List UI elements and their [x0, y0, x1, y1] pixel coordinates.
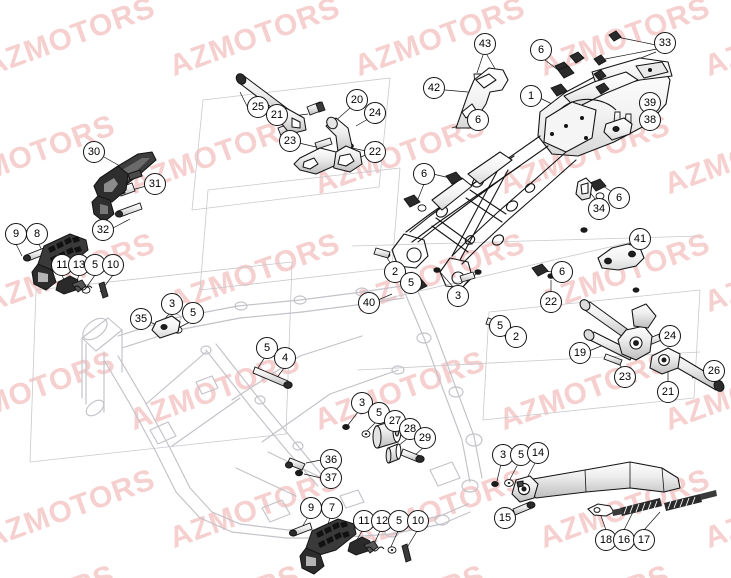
callout-17[interactable]: 17	[633, 529, 655, 551]
callout-38[interactable]: 38	[639, 109, 661, 131]
callout-36[interactable]: 36	[320, 449, 342, 471]
callout-10[interactable]: 10	[407, 510, 429, 532]
callout-26[interactable]: 26	[703, 360, 725, 382]
stand-springs	[587, 490, 717, 517]
callout-4[interactable]: 4	[274, 347, 296, 369]
callout-3[interactable]: 3	[492, 444, 514, 466]
callout-9[interactable]: 9	[300, 497, 322, 519]
callout-16[interactable]: 16	[613, 529, 635, 551]
callout-28[interactable]: 28	[399, 418, 421, 440]
callout-41[interactable]: 41	[629, 228, 651, 250]
callout-23[interactable]: 23	[614, 366, 636, 388]
callout-5[interactable]: 5	[182, 302, 204, 324]
callout-25[interactable]: 25	[247, 96, 269, 118]
bracket-part-38	[603, 117, 633, 141]
callout-24[interactable]: 24	[364, 102, 386, 124]
callout-10[interactable]: 10	[102, 254, 124, 276]
callout-34[interactable]: 34	[588, 198, 610, 220]
bracket-part-35	[151, 315, 181, 339]
callout-6[interactable]: 6	[467, 109, 489, 131]
callout-21[interactable]: 21	[266, 104, 288, 126]
callout-12[interactable]: 12	[371, 510, 393, 532]
callout-37[interactable]: 37	[320, 467, 342, 489]
callout-8[interactable]: 8	[26, 223, 48, 245]
main-frame-ghost	[81, 281, 483, 540]
nut-part-37	[295, 469, 303, 477]
rear-brake-pedal-part-30	[91, 151, 157, 223]
brake-linkage-part-20	[293, 116, 363, 175]
callout-6[interactable]: 6	[608, 187, 630, 209]
callout-23[interactable]: 23	[279, 130, 301, 152]
guide-box-shift-linkage	[191, 77, 391, 211]
gear-shift-pedal-part-26	[649, 347, 725, 392]
callout-21[interactable]: 21	[657, 381, 679, 403]
guide-box-frame	[29, 261, 293, 463]
cable-clamp-part-34	[575, 177, 593, 201]
callout-7[interactable]: 7	[321, 497, 343, 519]
callout-32[interactable]: 32	[92, 219, 114, 241]
callout-15[interactable]: 15	[494, 507, 516, 529]
callout-9[interactable]: 9	[5, 223, 27, 245]
gear-shift-linkage-part-19	[579, 299, 657, 361]
callout-35[interactable]: 35	[130, 308, 152, 330]
callout-31[interactable]: 31	[144, 173, 166, 195]
callout-43[interactable]: 43	[474, 33, 496, 55]
callout-22[interactable]: 22	[540, 291, 562, 313]
callout-19[interactable]: 19	[569, 342, 591, 364]
callout-30[interactable]: 30	[83, 141, 105, 163]
callout-6[interactable]: 6	[530, 39, 552, 61]
guide-box-gearshift	[482, 289, 701, 421]
subframe-rails	[391, 135, 577, 289]
callout-5[interactable]: 5	[400, 272, 422, 294]
collar-part-28	[385, 443, 402, 464]
callout-5[interactable]: 5	[84, 254, 106, 276]
footrest-hardware-lower	[347, 536, 412, 563]
footrest-hardware-upper	[55, 275, 109, 299]
footrest-right-part-7	[299, 518, 357, 575]
footrest-left-part-8	[31, 233, 89, 291]
callout-24[interactable]: 24	[659, 325, 681, 347]
callout-1[interactable]: 1	[520, 85, 542, 107]
callout-2[interactable]: 2	[505, 326, 527, 348]
callout-42[interactable]: 42	[423, 77, 445, 99]
callout-3[interactable]: 3	[447, 285, 469, 307]
mount-plate-part-41	[597, 243, 645, 271]
callout-18[interactable]: 18	[595, 529, 617, 551]
callout-14[interactable]: 14	[527, 442, 549, 464]
side-stand-part-14	[511, 461, 681, 503]
callout-20[interactable]: 20	[346, 89, 368, 111]
callout-5[interactable]: 5	[256, 337, 278, 359]
callout-6[interactable]: 6	[413, 163, 435, 185]
callout-29[interactable]: 29	[414, 427, 436, 449]
callout-33[interactable]: 33	[654, 32, 676, 54]
callout-3[interactable]: 3	[161, 293, 183, 315]
callout-40[interactable]: 40	[358, 292, 380, 314]
callout-22[interactable]: 22	[364, 141, 386, 163]
callout-3[interactable]: 3	[351, 392, 373, 414]
callout-6[interactable]: 6	[551, 261, 573, 283]
